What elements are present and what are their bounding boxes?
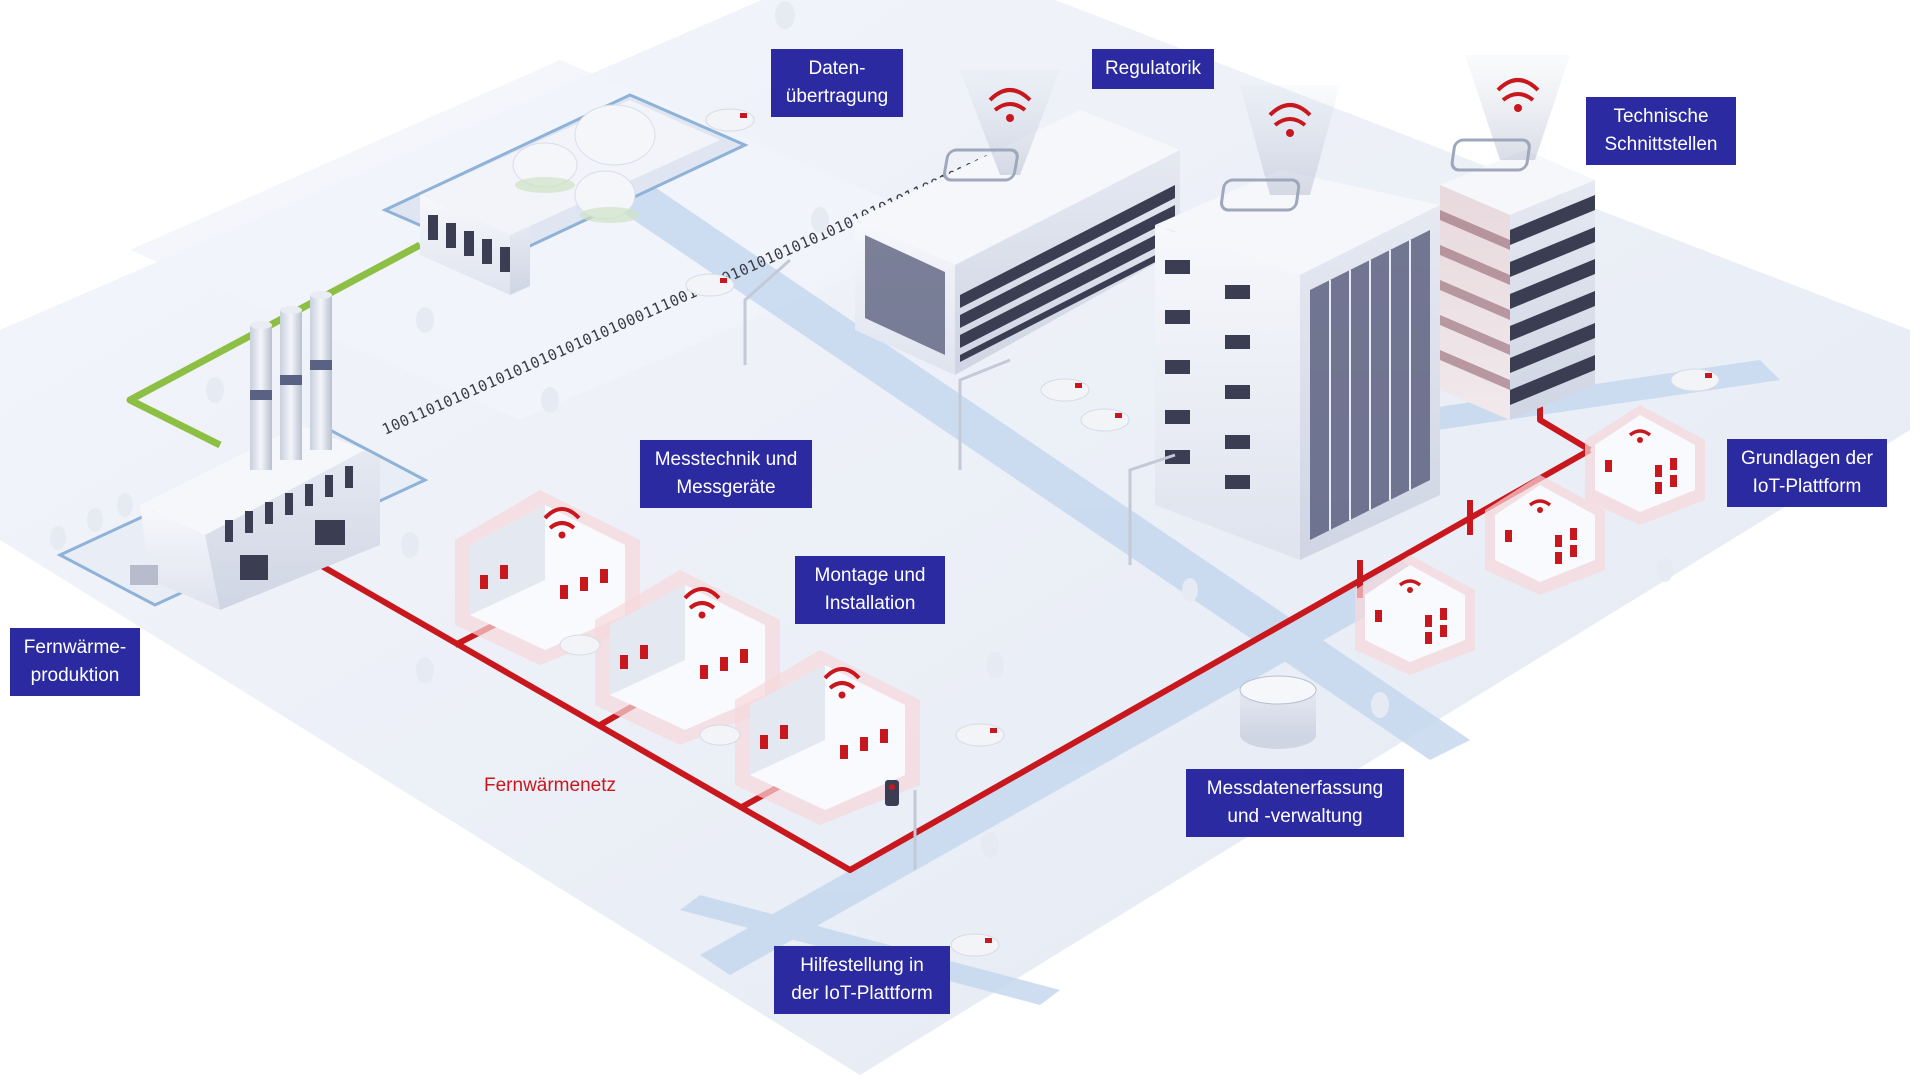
central-antenna — [1220, 85, 1340, 212]
data-center-building — [381, 93, 749, 295]
label-line: produktion — [30, 665, 120, 686]
label-grundlagen-iot-plattform: Grundlagen der IoT-Plattform — [1727, 439, 1887, 507]
label-line: Daten- — [808, 58, 866, 79]
tree — [416, 307, 434, 333]
tree — [981, 832, 999, 858]
label-messdatenerfassung: Messdatenerfassung und -verwaltung — [1186, 769, 1404, 837]
label-hilfestellung-iot-plattform: Hilfestellung in der IoT-Plattform — [774, 946, 950, 1014]
label-line: übertragung — [785, 86, 889, 107]
label-line: Messgeräte — [676, 477, 776, 498]
house-2 — [595, 570, 780, 745]
tree — [811, 207, 829, 233]
trees — [50, 1, 1673, 858]
tree — [117, 493, 133, 517]
house-5 — [1485, 475, 1605, 595]
car — [685, 273, 735, 297]
striped-tower — [1440, 55, 1595, 420]
label-line: IoT-Plattform — [1752, 476, 1862, 497]
label-line: der IoT-Plattform — [791, 983, 933, 1004]
network-branch-6 — [1537, 405, 1592, 453]
label-messtechnik-messgeraete: Messtechnik und Messgeräte — [640, 440, 812, 508]
tree — [206, 377, 224, 403]
tree — [416, 657, 434, 683]
label-technische-schnittstellen: Technische Schnittstellen — [1586, 97, 1736, 165]
regulatorik-antenna — [943, 70, 1060, 182]
label-line: Messdatenerfassung — [1206, 778, 1384, 799]
car — [955, 723, 1005, 747]
house-1 — [455, 490, 640, 665]
car — [699, 724, 741, 746]
car — [1080, 408, 1130, 432]
label-line: Installation — [824, 593, 916, 614]
label-montage-installation: Montage und Installation — [795, 556, 945, 624]
label-fernwaerme-produktion: Fernwärme- produktion — [10, 628, 140, 696]
tall-building-central — [1155, 85, 1440, 560]
car — [1670, 368, 1720, 392]
car — [559, 634, 601, 656]
tree — [1182, 578, 1198, 602]
label-line: Fernwärme- — [23, 637, 127, 658]
label-fernwaermenetz: Fernwärmenetz — [484, 775, 616, 796]
label-line: Hilfestellung in — [800, 955, 924, 976]
label-line: Regulatorik — [1104, 58, 1202, 79]
road-main-diagonal — [560, 150, 1470, 760]
road-lower-left — [700, 560, 1430, 975]
tree — [775, 1, 795, 29]
label-line: Schnittstellen — [1604, 134, 1718, 155]
tree — [541, 387, 559, 413]
house-4 — [1355, 555, 1475, 675]
tree — [1657, 558, 1673, 582]
tree — [986, 652, 1004, 678]
house-3 — [735, 650, 920, 825]
car-lights — [720, 113, 1712, 943]
smokestacks — [250, 291, 332, 470]
traffic-light — [885, 780, 917, 870]
tree — [50, 526, 66, 550]
label-line: Grundlagen der — [1740, 448, 1874, 469]
house-6 — [1585, 405, 1705, 525]
tree — [1371, 692, 1389, 718]
storage-tank — [1239, 675, 1317, 749]
car — [1040, 378, 1090, 402]
label-regulatorik: Regulatorik — [1092, 49, 1214, 89]
tree — [401, 532, 419, 558]
heat-plant — [56, 291, 429, 610]
label-line: Technische — [1613, 106, 1709, 127]
office-building-regulatorik — [855, 70, 1180, 375]
label-daten-uebertragung: Daten- übertragung — [771, 49, 903, 117]
network-main-line — [318, 447, 1592, 873]
car — [950, 933, 1000, 957]
label-line: Montage und — [814, 565, 926, 586]
label-line: Messtechnik und — [654, 449, 798, 470]
street-lamps — [743, 258, 1176, 565]
car — [705, 108, 755, 132]
tree — [87, 508, 103, 532]
label-line: und -verwaltung — [1227, 806, 1363, 827]
tower-antenna — [1450, 55, 1570, 172]
